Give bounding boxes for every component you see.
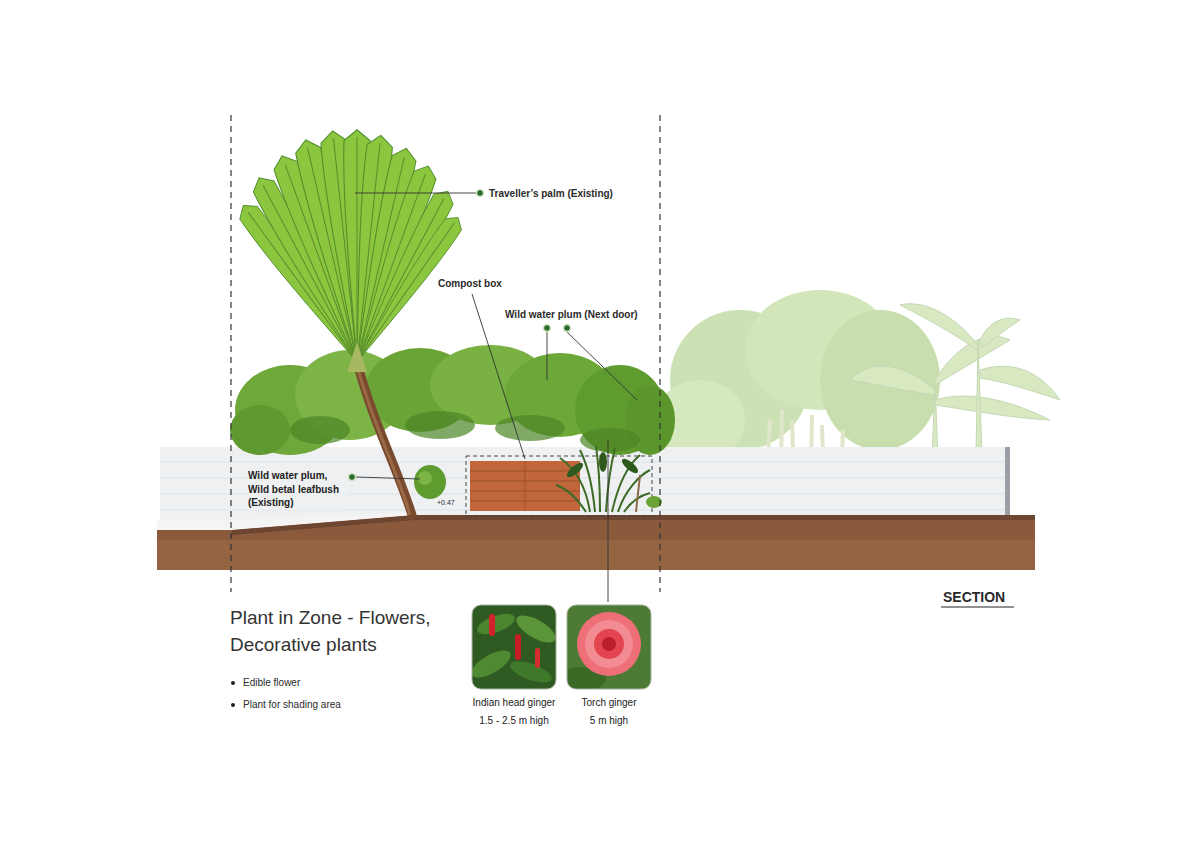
plant-height: 1.5 - 2.5 m high (460, 714, 568, 727)
bullet-item: Plant for shading area (243, 698, 403, 712)
plant-card: Indian head ginger 1.5 - 2.5 m high (460, 604, 568, 727)
zone-title: Plant in Zone - Flowers, Decorative plan… (230, 605, 470, 658)
plant-card: Torch ginger 5 m high (564, 604, 654, 727)
level-mark: +0.47 (437, 498, 467, 507)
plant-label: Wild water plum, Wild betal leafbush (Ex… (248, 469, 348, 510)
plant-name: Torch ginger (564, 696, 654, 709)
plant-name: Indian head ginger (460, 696, 568, 709)
plant-label: Traveller’s palm (Existing) (489, 187, 649, 201)
plant-photo (471, 604, 557, 690)
plant-photo (566, 604, 652, 690)
plant-height: 5 m high (564, 714, 654, 727)
plant-label: Wild water plum (Next door) (505, 308, 665, 322)
bullet-item: Edible flower (243, 676, 393, 690)
compost-label: Compost box (438, 277, 528, 291)
section-heading: SECTION (943, 588, 1023, 607)
